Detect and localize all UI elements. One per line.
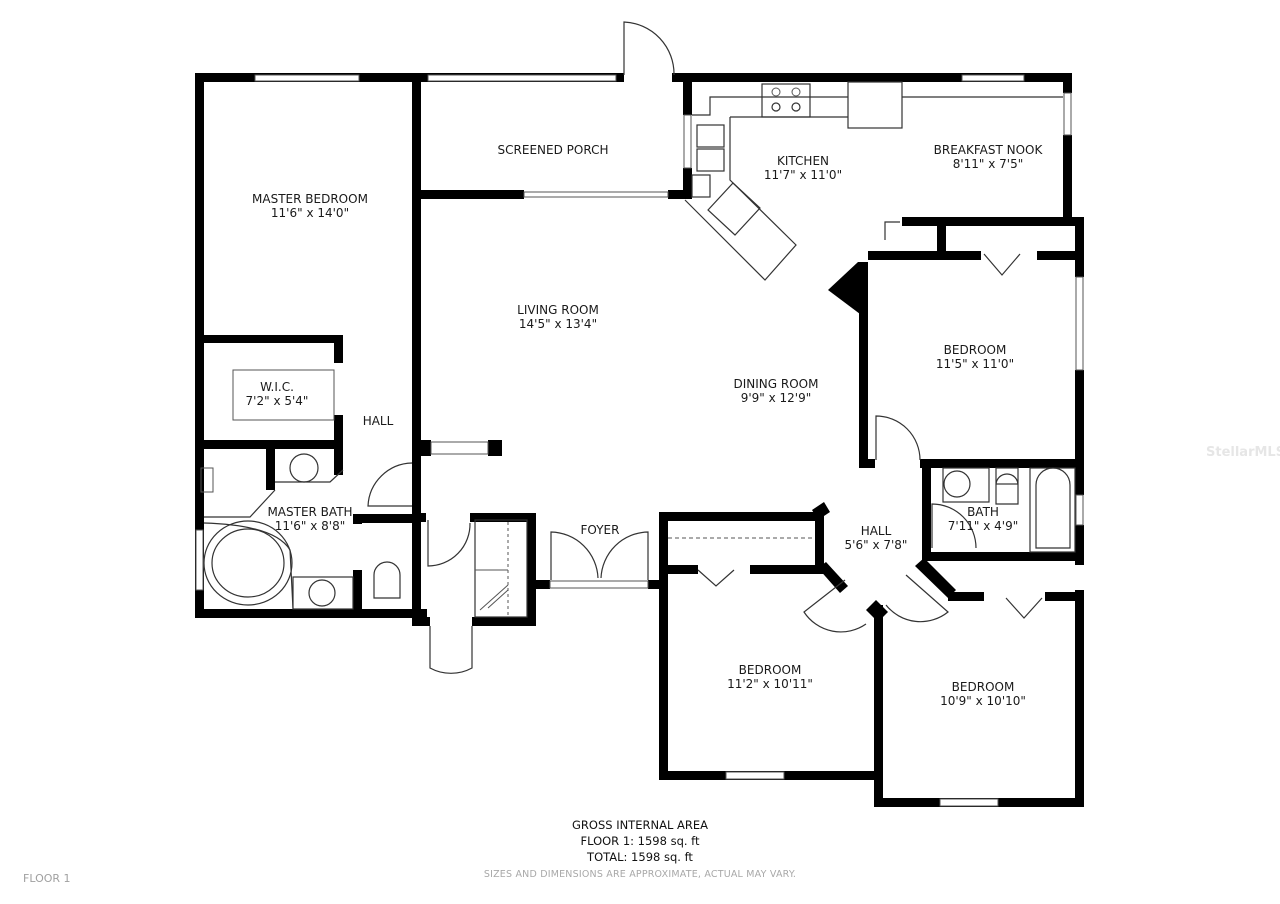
living-room-name: LIVING ROOM bbox=[517, 303, 599, 317]
bedroom-southeast-dims: 10'9" x 10'10" bbox=[940, 694, 1026, 708]
master-bedroom-name: MASTER BEDROOM bbox=[252, 192, 368, 206]
breakfast-nook-dims: 8'11" x 7'5" bbox=[953, 157, 1024, 171]
foyer-name: FOYER bbox=[581, 523, 620, 537]
wic-name: W.I.C. bbox=[260, 380, 294, 394]
watermark: StellarMLS bbox=[1206, 445, 1280, 460]
dining-room-name: DINING ROOM bbox=[734, 377, 819, 391]
bedroom-south-name: BEDROOM bbox=[739, 663, 802, 677]
bedroom-east-dims: 11'5" x 11'0" bbox=[936, 357, 1014, 371]
dining-room-dims: 9'9" x 12'9" bbox=[741, 391, 812, 405]
floor-area: FLOOR 1: 1598 sq. ft bbox=[580, 834, 700, 848]
hall-west-name: HALL bbox=[363, 414, 394, 428]
bedroom-east-name: BEDROOM bbox=[944, 343, 1007, 357]
kitchen-dims: 11'7" x 11'0" bbox=[764, 168, 842, 182]
disclaimer: SIZES AND DIMENSIONS ARE APPROXIMATE, AC… bbox=[484, 869, 796, 880]
fixtures bbox=[200, 81, 1076, 618]
floor-label: FLOOR 1 bbox=[23, 872, 71, 885]
living-room-dims: 14'5" x 13'4" bbox=[519, 317, 597, 331]
wic-dims: 7'2" x 5'4" bbox=[246, 394, 309, 408]
hall-center-name: HALL bbox=[861, 524, 892, 538]
breakfast-nook-name: BREAKFAST NOOK bbox=[934, 143, 1044, 157]
bath-dims: 7'11" x 4'9" bbox=[948, 519, 1019, 533]
master-bath-name: MASTER BATH bbox=[267, 505, 352, 519]
gross-area-title: GROSS INTERNAL AREA bbox=[572, 818, 708, 832]
bedroom-southeast-name: BEDROOM bbox=[952, 680, 1015, 694]
bedroom-south-dims: 11'2" x 10'11" bbox=[727, 677, 813, 691]
room-labels: MASTER BEDROOM 11'6" x 14'0" SCREENED PO… bbox=[246, 143, 1044, 708]
area-summary: GROSS INTERNAL AREA FLOOR 1: 1598 sq. ft… bbox=[484, 818, 796, 880]
windows bbox=[195, 74, 1084, 807]
total-area: TOTAL: 1598 sq. ft bbox=[586, 850, 693, 864]
master-bath-dims: 11'6" x 8'8" bbox=[275, 519, 346, 533]
screened-porch-name: SCREENED PORCH bbox=[498, 143, 609, 157]
bath-name: BATH bbox=[967, 505, 999, 519]
kitchen-name: KITCHEN bbox=[777, 154, 829, 168]
hall-center-dims: 5'6" x 7'8" bbox=[845, 538, 908, 552]
master-bedroom-dims: 11'6" x 14'0" bbox=[271, 206, 349, 220]
doors bbox=[367, 21, 1043, 674]
